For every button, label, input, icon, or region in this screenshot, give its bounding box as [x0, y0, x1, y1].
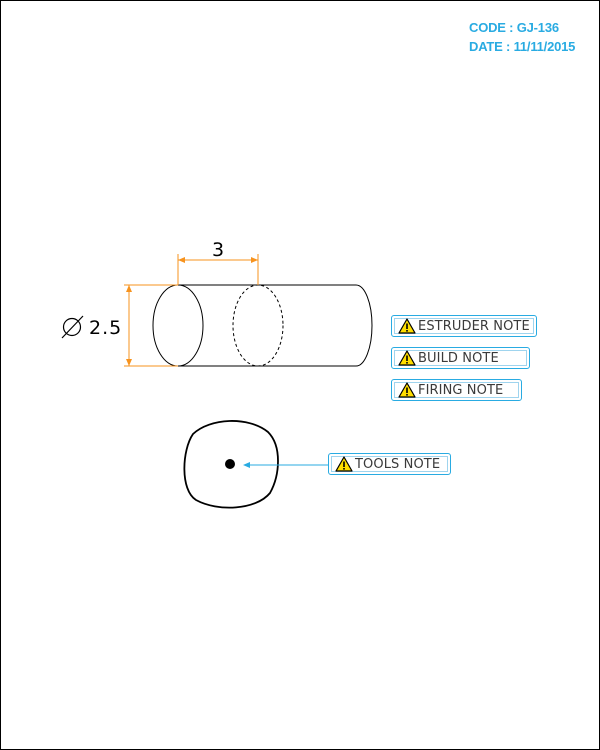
estruder-note-label: ESTRUDER NOTE	[418, 318, 530, 334]
diameter-arrow-top	[126, 285, 132, 292]
warning-icon	[398, 318, 416, 334]
cylinder-end-cap	[355, 284, 373, 367]
diameter-symbol-icon	[61, 315, 84, 339]
leader-arrow	[243, 462, 250, 468]
cylinder-hidden-section	[232, 284, 284, 367]
warning-icon	[398, 350, 416, 366]
diameter-value: 2.5	[89, 317, 122, 339]
center-point	[225, 459, 235, 469]
firing-note-button[interactable]: FIRING NOTE	[391, 379, 522, 401]
tools-note-button[interactable]: TOOLS NOTE	[328, 453, 451, 475]
title-block: CODE : GJ-136 DATE : 11/11/2015	[469, 18, 575, 56]
length-dimension	[177, 254, 259, 285]
cylinder-front-face	[152, 284, 204, 367]
warning-icon	[398, 382, 416, 398]
build-note-button[interactable]: BUILD NOTE	[391, 347, 530, 369]
code-label: CODE : GJ-136	[469, 20, 559, 35]
date-label: DATE : 11/11/2015	[469, 39, 576, 54]
cylinder-side-view	[152, 284, 373, 367]
diameter-arrow-bottom	[126, 359, 132, 366]
length-value: 3	[212, 239, 224, 261]
tools-note-leader	[243, 462, 328, 468]
estruder-note-button[interactable]: ESTRUDER NOTE	[391, 315, 537, 337]
firing-note-label: FIRING NOTE	[418, 382, 504, 398]
tools-note-label: TOOLS NOTE	[355, 456, 441, 472]
length-arrow-left	[178, 257, 185, 263]
warning-icon	[335, 456, 353, 472]
build-note-label: BUILD NOTE	[418, 350, 499, 366]
length-arrow-right	[251, 257, 258, 263]
cylinder-end-view	[183, 420, 279, 509]
diameter-dimension	[124, 284, 178, 367]
